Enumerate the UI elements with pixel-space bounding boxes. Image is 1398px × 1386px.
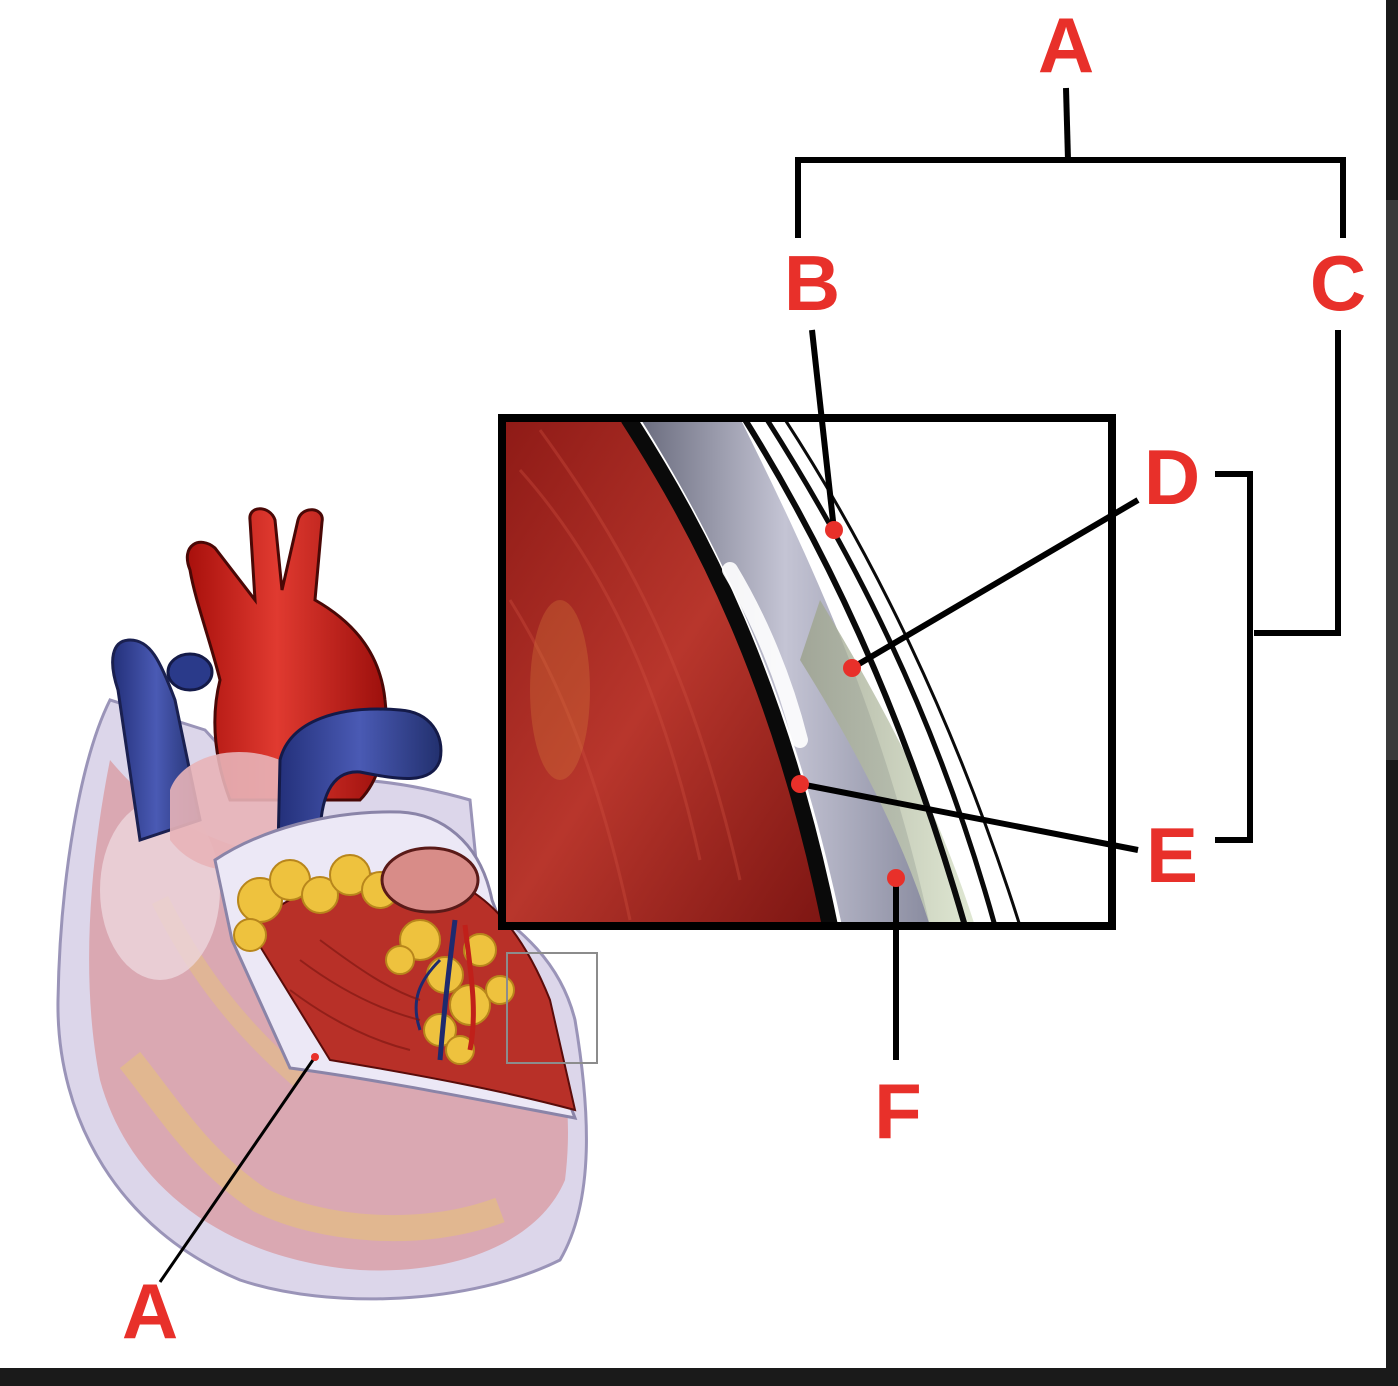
inset-myocardium <box>502 418 830 926</box>
bracket-a-stem <box>1063 87 1071 161</box>
vena-cava-opening <box>166 652 214 692</box>
epicardial-fat <box>233 854 515 1065</box>
zoom-region-box <box>506 952 598 1064</box>
label-e: E <box>1146 811 1198 899</box>
labels: A B C D E F A <box>122 1 1366 1355</box>
inset-frame <box>498 414 1116 930</box>
label-a-leader-line <box>158 1056 317 1283</box>
label-e-leader-line <box>799 781 1139 853</box>
wall-layer-inset <box>498 414 1116 930</box>
right-edge-band <box>1386 200 1398 760</box>
marker-b <box>825 521 843 539</box>
marker-dots <box>791 521 905 887</box>
coronary-branch <box>414 958 442 1031</box>
heart-illustration <box>56 507 598 1301</box>
pulmonary-artery <box>276 707 443 852</box>
label-a-marker <box>311 1053 319 1061</box>
bracket-a <box>795 157 1346 238</box>
label-d-leader-line <box>850 497 1140 671</box>
muscle-striations <box>289 939 421 1051</box>
coronary-vein <box>437 919 458 1061</box>
fat-band-faded <box>119 1051 505 1242</box>
marker-f <box>887 869 905 887</box>
inset-endothelium-line <box>621 418 838 926</box>
left-atrial-appendage <box>380 846 480 914</box>
marker-d <box>843 659 861 677</box>
label-b-leader-line <box>809 329 837 531</box>
label-c-leader-line <box>1254 330 1341 636</box>
label-a-top: A <box>1038 1 1094 89</box>
bracket-lines <box>795 87 1346 1060</box>
inset-pericardial-cavity <box>800 600 975 926</box>
coronary-artery <box>462 924 476 1051</box>
label-f: F <box>874 1067 922 1155</box>
label-c: C <box>1310 239 1366 327</box>
label-d: D <box>1144 433 1200 521</box>
marker-e <box>791 775 809 793</box>
label-a-bottom: A <box>122 1267 178 1355</box>
bracket-de <box>1215 471 1253 843</box>
label-b: B <box>784 239 840 327</box>
